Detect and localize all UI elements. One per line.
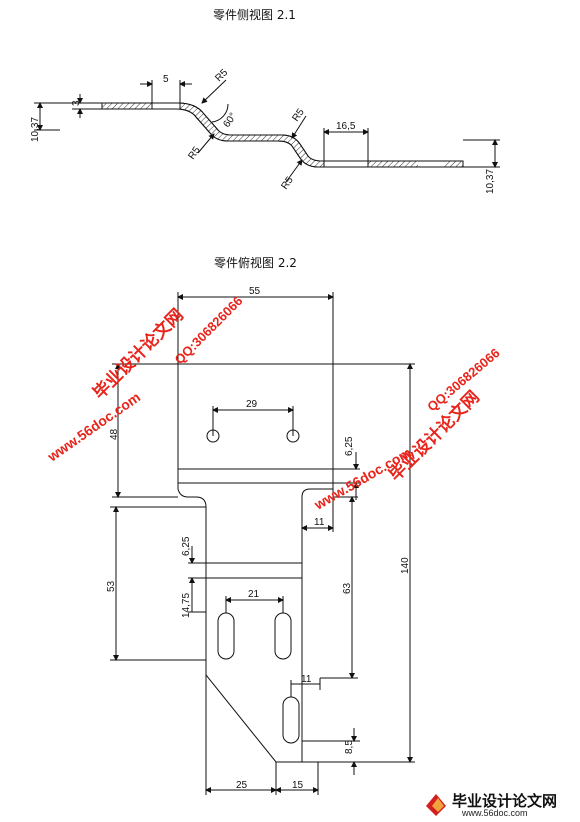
- top-view-title: 零件俯视图 2.2: [214, 256, 297, 270]
- dim-140: 140: [400, 557, 411, 574]
- dim-63: 63: [342, 582, 353, 594]
- dim-10-37-right: 10,37: [485, 169, 496, 194]
- dim-16-5: 16,5: [336, 121, 356, 132]
- watermarks: 毕业设计论文网 www.56doc.com QQ:306826066 www.5…: [44, 293, 503, 513]
- dim-8-5: 8,5: [344, 740, 355, 754]
- dim-53: 53: [106, 580, 117, 592]
- dim-r5-b: R5: [186, 145, 203, 162]
- footer-logo-icon: [426, 794, 446, 816]
- dim-6-25-upper: 6,25: [344, 436, 355, 456]
- dim-r5-a: R5: [213, 67, 230, 84]
- dim-angle: 60°: [221, 111, 239, 130]
- dim-15: 15: [292, 780, 304, 791]
- dim-6-25-lower: 6,25: [181, 536, 192, 556]
- slot-bottom: [282, 696, 300, 744]
- watermark-qq-1: QQ:306826066: [172, 293, 246, 367]
- dim-14-75: 14,75: [181, 593, 192, 618]
- side-view-labels: 5 3 10,37 R5 60° R5 R5 R5 16,5 10,37: [30, 67, 496, 194]
- dim-55: 55: [249, 286, 261, 297]
- side-view: [34, 79, 500, 183]
- top-view: [110, 292, 415, 795]
- dim-11-upper: 11: [314, 517, 325, 528]
- watermark-url-1: www.56doc.com: [44, 389, 143, 465]
- dim-29: 29: [246, 399, 258, 410]
- dim-11-lower: 11: [301, 674, 312, 685]
- dim-3: 3: [71, 100, 82, 106]
- dim-21: 21: [248, 589, 260, 600]
- dim-r5-c: R5: [290, 107, 307, 124]
- side-view-title: 零件侧视图 2.1: [213, 8, 296, 22]
- dim-r5-d: R5: [279, 175, 296, 192]
- dim-10-37-left: 10,37: [30, 117, 41, 142]
- dim-25: 25: [236, 780, 248, 791]
- slot-left: [217, 612, 235, 660]
- part-outline: [177, 363, 334, 763]
- dim-5: 5: [163, 74, 169, 85]
- top-view-labels: 55 29 48 6,25 140 11 53 6,25 14,75 21 63…: [106, 286, 411, 791]
- dim-48: 48: [109, 428, 120, 440]
- footer-site-url: www.56doc.com: [462, 808, 528, 818]
- footer-site-name: 毕业设计论文网: [452, 792, 558, 810]
- slot-middle: [274, 612, 292, 660]
